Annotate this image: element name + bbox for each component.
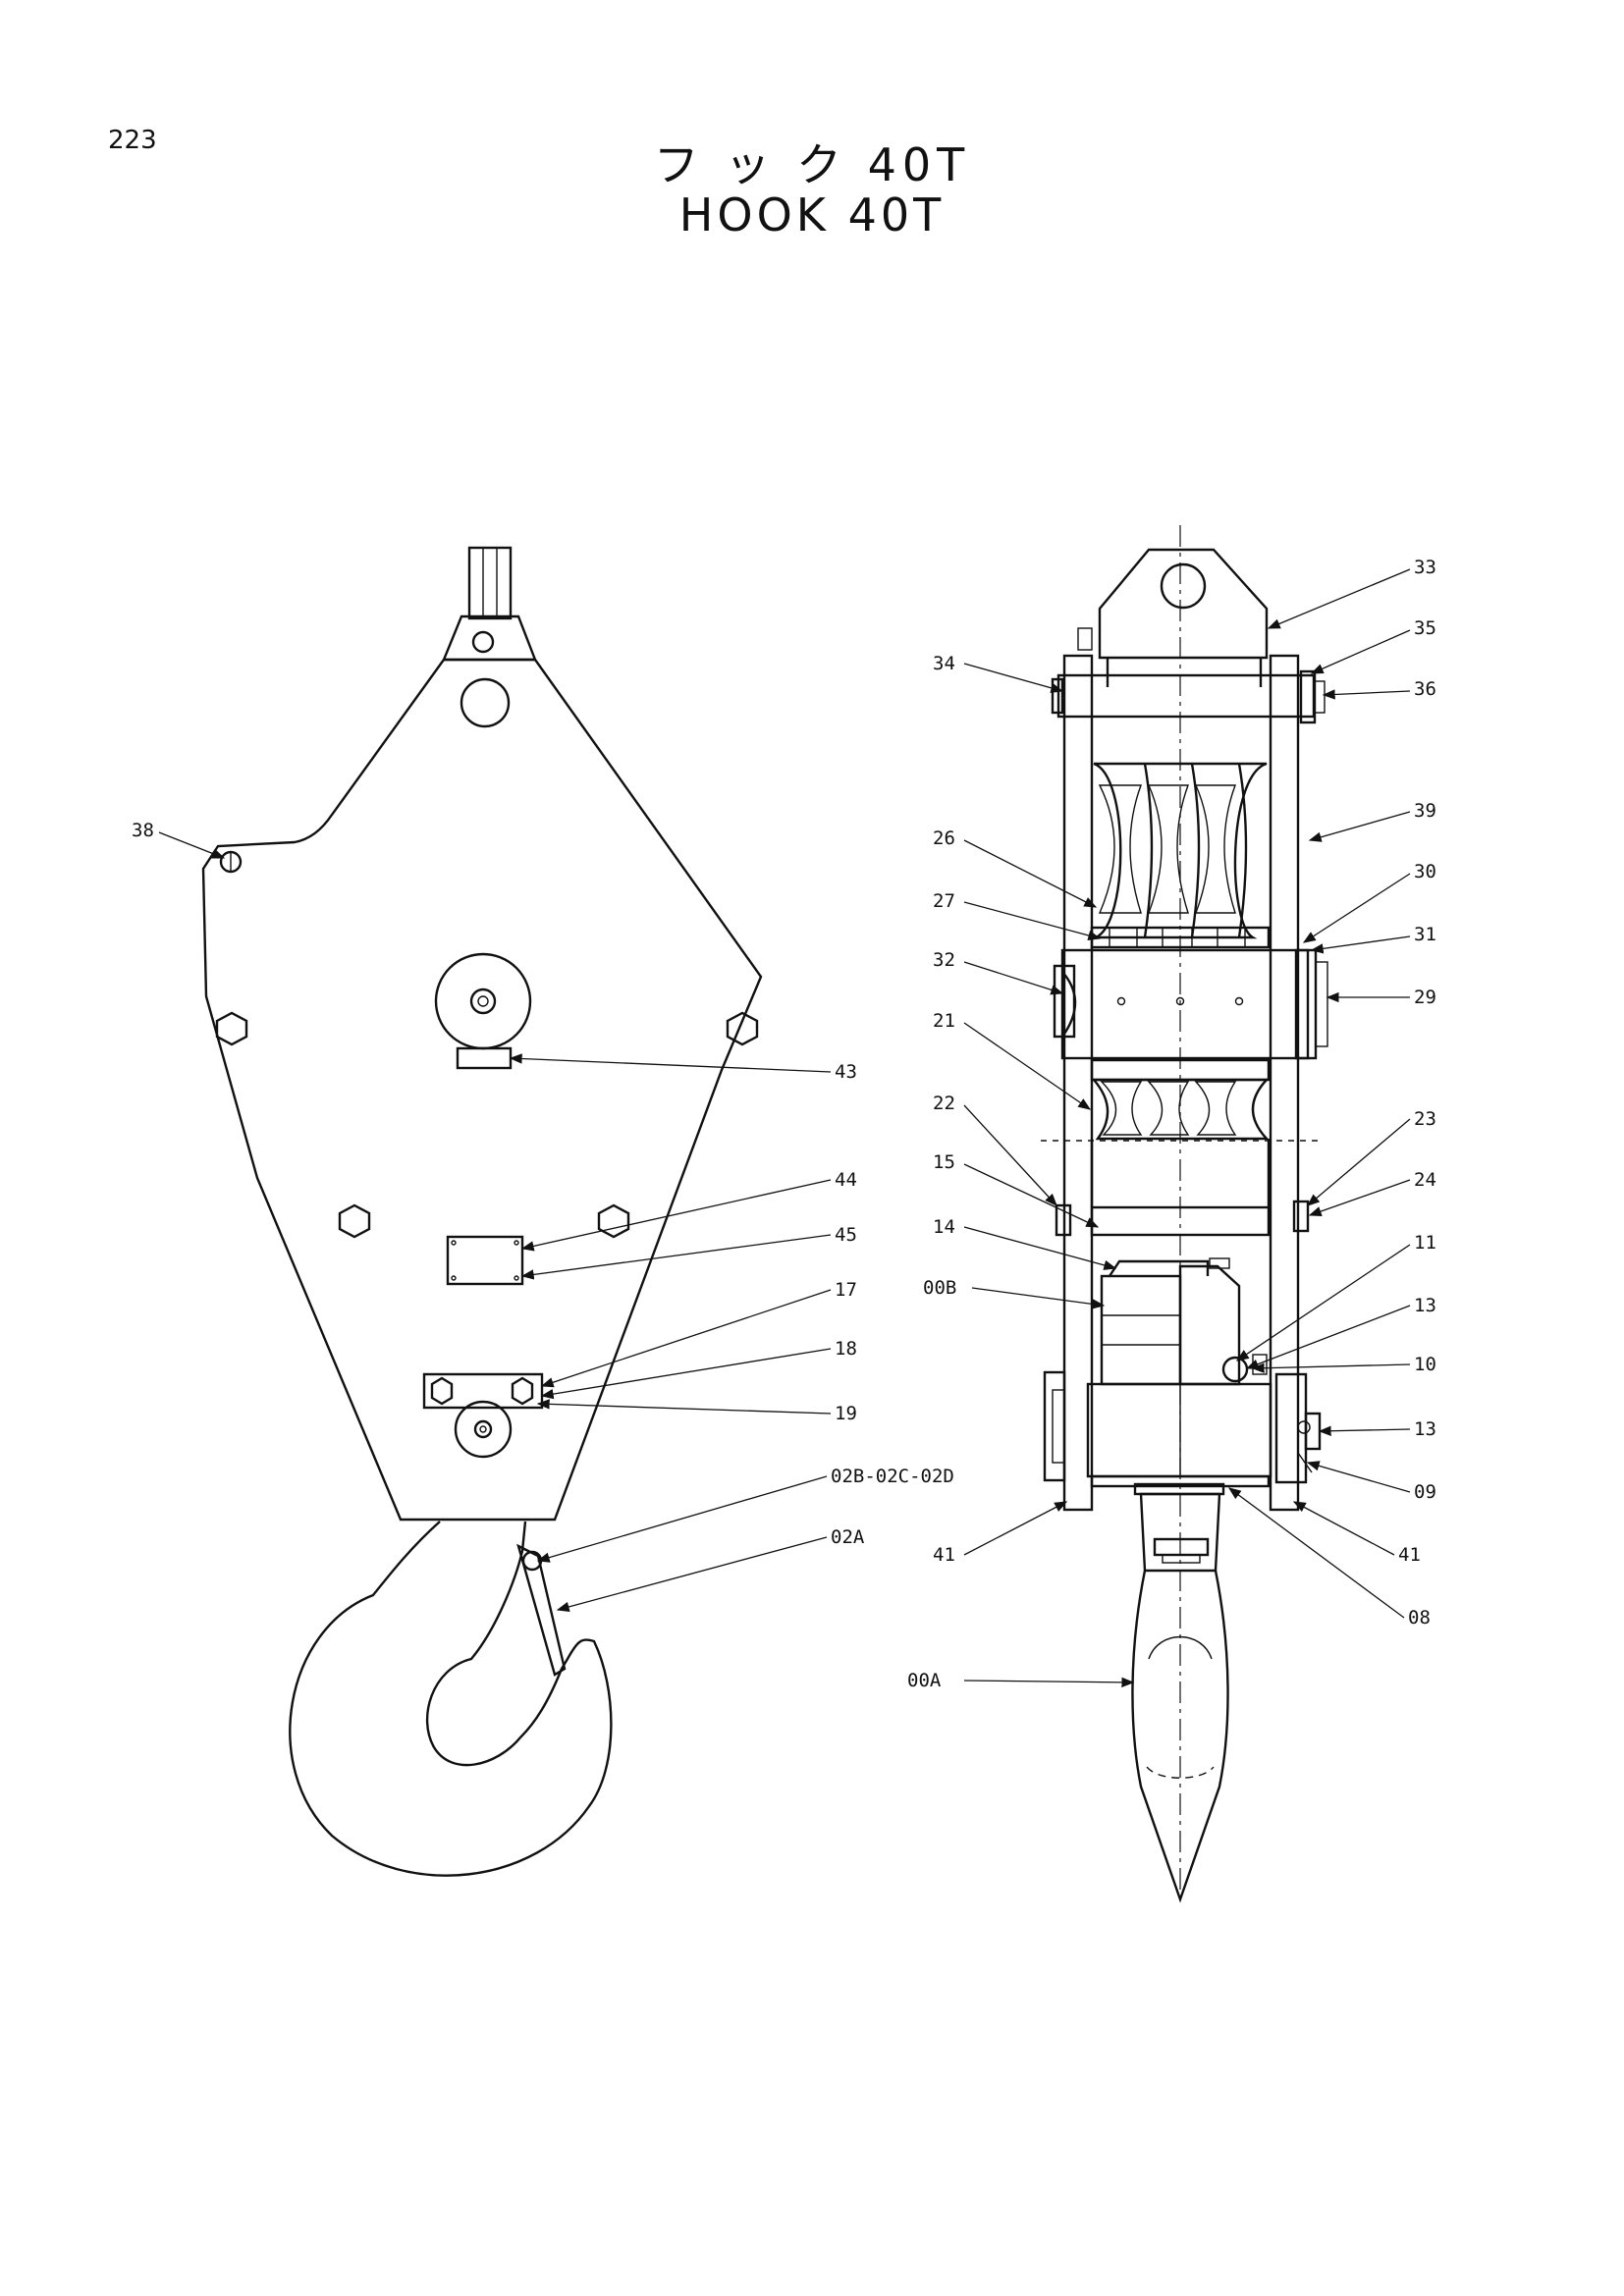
title-english: HOOK 40T	[678, 188, 946, 241]
callout-00b: 00B	[923, 1277, 956, 1299]
callout-32: 32	[933, 949, 955, 971]
bolt-38	[219, 850, 243, 874]
callout-13-lower: 13	[1414, 1418, 1436, 1440]
callout-21: 21	[933, 1010, 955, 1032]
callout-19: 19	[835, 1403, 857, 1424]
lower-sheaves	[1041, 1058, 1321, 1142]
sheave-pin-disk	[434, 952, 532, 1070]
top-cross-pin	[1051, 669, 1326, 724]
callout-38: 38	[132, 820, 154, 841]
retainer-plate	[422, 1372, 544, 1459]
upper-pin-hole	[460, 677, 511, 728]
callout-39: 39	[1414, 800, 1436, 822]
callout-09: 09	[1414, 1481, 1436, 1503]
side-section-view	[1041, 525, 1328, 1903]
hex-bolt-mid-left	[338, 1203, 371, 1239]
name-plate	[446, 1235, 524, 1286]
hex-bolt-left	[215, 1011, 248, 1046]
callout-26: 26	[933, 828, 955, 849]
top-shackle	[442, 546, 537, 662]
callout-08: 08	[1408, 1607, 1431, 1629]
callout-11: 11	[1414, 1232, 1436, 1254]
callout-10: 10	[1414, 1354, 1436, 1375]
callout-02b-02c-02d: 02B-02C-02D	[831, 1466, 954, 1487]
spacer-box	[1055, 1139, 1310, 1237]
right-side-plate	[1269, 654, 1300, 1512]
callout-30: 30	[1414, 861, 1436, 882]
callout-45: 45	[835, 1224, 857, 1246]
callout-23: 23	[1414, 1108, 1436, 1130]
callout-43: 43	[835, 1061, 857, 1083]
leader-lines	[158, 568, 1411, 1688]
left-side-plate	[1062, 654, 1094, 1512]
trunnion-assembly	[1043, 1257, 1322, 1496]
callout-29: 29	[1414, 987, 1436, 1008]
callout-34: 34	[933, 653, 955, 674]
callout-13-upper: 13	[1414, 1295, 1436, 1316]
hex-bolt-right	[726, 1011, 759, 1046]
callout-18: 18	[835, 1338, 857, 1360]
page-number: 223	[108, 126, 157, 155]
hook-body	[289, 1521, 613, 1877]
front-view	[201, 546, 763, 1877]
hook-shank	[1131, 1492, 1229, 1903]
callout-24: 24	[1414, 1169, 1436, 1191]
callout-labels: 33 34 35 36 38 39 26 30 27 31 32 29 21 4…	[132, 557, 1436, 1691]
callout-00a: 00A	[907, 1670, 942, 1691]
side-plate-outline	[201, 658, 763, 1522]
callout-41-left: 41	[933, 1544, 955, 1566]
callout-02a: 02A	[831, 1526, 865, 1548]
title-japanese: フ ッ ク 40T	[653, 138, 971, 191]
callout-14: 14	[933, 1216, 955, 1238]
callout-44: 44	[835, 1169, 857, 1191]
callout-27: 27	[933, 890, 955, 912]
callout-36: 36	[1414, 678, 1436, 700]
callout-15: 15	[933, 1151, 955, 1173]
callout-31: 31	[1414, 924, 1436, 945]
callout-35: 35	[1414, 617, 1436, 639]
callout-41-right: 41	[1398, 1544, 1421, 1566]
main-sheave-shaft	[1053, 948, 1328, 1060]
top-bracket	[1077, 548, 1269, 687]
upper-sheaves	[1090, 762, 1271, 949]
callout-17: 17	[835, 1279, 857, 1301]
hex-bolt-mid-right	[597, 1203, 630, 1239]
callout-33: 33	[1414, 557, 1436, 578]
safety-latch	[516, 1543, 567, 1677]
callout-22: 22	[933, 1093, 955, 1114]
